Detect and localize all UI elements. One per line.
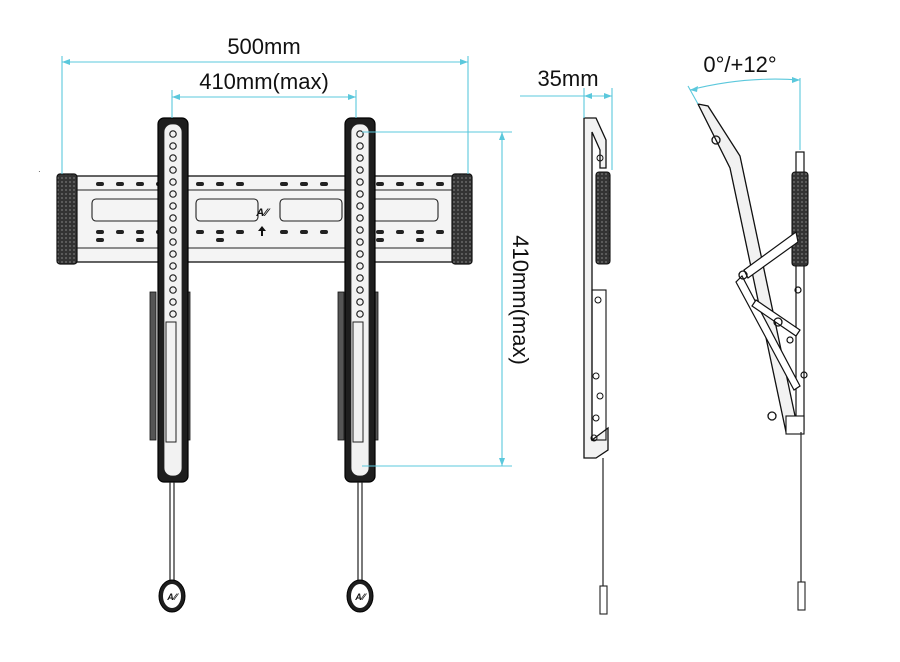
arm-hole (169, 238, 177, 246)
arm-hole (356, 130, 364, 138)
arm-hole (356, 214, 364, 222)
arm-hole (356, 286, 364, 294)
arm-hole (356, 142, 364, 150)
wall-plate: A⁄⁄ (69, 175, 469, 263)
plate-slot (216, 238, 224, 242)
arm-hole (356, 274, 364, 282)
plate-slot (216, 230, 224, 234)
plate-slot (300, 182, 308, 186)
left-grip (56, 173, 78, 265)
plate-slot (416, 230, 424, 234)
svg-text:A⁄⁄: A⁄⁄ (166, 592, 179, 602)
plate-slot (396, 230, 404, 234)
arm-hole (169, 214, 177, 222)
side-view: 35mm (520, 66, 613, 615)
right-vertical-arm (337, 117, 379, 483)
arm-hole (356, 190, 364, 198)
plate-slot (96, 182, 104, 186)
plate-slot (236, 230, 244, 234)
left-pull-cord: A⁄⁄ (158, 482, 186, 613)
label-hole-spacing-horizontal: 410mm(max) (199, 69, 329, 94)
dimension-hole-spacing-horizontal (171, 90, 357, 118)
plate-slot (416, 182, 424, 186)
plate-slot (136, 230, 144, 234)
plate-slot (116, 182, 124, 186)
arm-hole (169, 202, 177, 210)
dimension-depth-35 (520, 88, 613, 170)
arm-hole (356, 250, 364, 258)
arm-hole (169, 190, 177, 198)
plate-slot (96, 238, 104, 242)
dimension-hole-spacing-vertical (362, 131, 512, 467)
dimension-tilt-arc (687, 77, 801, 150)
arm-hole (356, 166, 364, 174)
arm-hole (169, 178, 177, 186)
svg-text:A⁄⁄: A⁄⁄ (255, 207, 271, 219)
label-depth: 35mm (537, 66, 598, 91)
arm-hole (169, 154, 177, 162)
plate-slot (96, 230, 104, 234)
arm-hole (356, 238, 364, 246)
plate-slot (236, 182, 244, 186)
arm-hole (169, 166, 177, 174)
plate-slot (376, 238, 384, 242)
arm-hole (356, 262, 364, 270)
plate-slot (136, 238, 144, 242)
plate-slot (136, 182, 144, 186)
left-vertical-arm (149, 117, 191, 483)
plate-slot (196, 182, 204, 186)
right-grip (451, 173, 473, 265)
label-hole-spacing-vertical: 410mm(max) (508, 235, 533, 365)
stray-mark: · (38, 167, 41, 176)
plate-slot (196, 230, 204, 234)
plate-slot (436, 182, 444, 186)
svg-text:A⁄⁄: A⁄⁄ (354, 592, 367, 602)
arm-hole (169, 310, 177, 318)
arm-hole (356, 202, 364, 210)
dimension-width-500 (61, 56, 469, 174)
plate-slot (216, 182, 224, 186)
label-total-width: 500mm (227, 34, 300, 59)
plate-slot (280, 230, 288, 234)
plate-slot (376, 230, 384, 234)
plate-slot (320, 182, 328, 186)
arm-hole (356, 178, 364, 186)
arm-hole (169, 130, 177, 138)
arm-hole (169, 274, 177, 282)
plate-slot (376, 182, 384, 186)
plate-slot (396, 182, 404, 186)
plate-slot (116, 230, 124, 234)
arm-hole (169, 286, 177, 294)
label-tilt-range: 0°/+12° (703, 52, 776, 77)
plate-slot (300, 230, 308, 234)
arm-hole (169, 142, 177, 150)
plate-slot (416, 238, 424, 242)
front-view: A⁄⁄ A⁄⁄ (56, 34, 533, 613)
arm-hole (356, 226, 364, 234)
arm-hole (356, 154, 364, 162)
arm-hole (356, 298, 364, 306)
arm-hole (169, 226, 177, 234)
plate-slot (436, 230, 444, 234)
right-pull-cord: A⁄⁄ (346, 482, 374, 613)
arm-hole (356, 310, 364, 318)
tilt-view: 0°/+12° (687, 52, 809, 611)
plate-slot (280, 182, 288, 186)
arm-hole (169, 262, 177, 270)
arm-hole (169, 298, 177, 306)
arm-hole (169, 250, 177, 258)
plate-slot (320, 230, 328, 234)
